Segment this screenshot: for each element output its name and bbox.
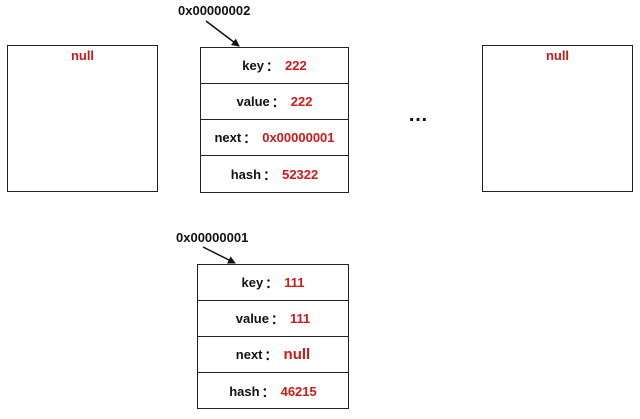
node-top-row-key: key： 222 [201,48,348,84]
field-value: 222 [285,58,307,73]
arrow-to-node-bottom [202,246,236,264]
separator: ： [270,312,284,327]
ellipsis: … [408,104,429,126]
bucket-right-null: null [545,48,570,63]
field-label: key [241,275,264,290]
field-value: 222 [290,94,313,109]
node-bottom-row-key: key： 111 [198,265,348,301]
field-label: hash [230,166,262,182]
separator: ： [243,131,257,146]
bucket-left-null: null [70,48,95,63]
separator: ： [264,348,278,363]
field-value: 46215 [280,383,317,399]
node-bottom-address: 0x00000001 [176,230,249,245]
field-value: null [283,346,311,363]
field-value: 0x00000001 [262,130,335,145]
separator: ： [261,384,275,400]
bucket-right: null [482,45,633,192]
separator: ： [271,95,285,110]
node-top-row-next: next： 0x00000001 [201,120,348,156]
field-label: key [242,58,264,73]
separator: ： [265,59,279,74]
field-label: value [235,311,269,326]
node-top: key：222 value：222 next：0x00000001 hash：5… [200,47,349,193]
separator: ： [265,276,279,291]
node-top-row-value: value： 222 [201,84,348,120]
node-top-address: 0x00000002 [178,3,251,18]
node-bottom-row-hash: hash： 46215 [198,373,348,409]
field-label: value [236,94,270,109]
separator: ： [263,167,277,183]
node-bottom-row-value: value： 111 [198,301,348,337]
field-value: 52322 [282,166,319,182]
field-value: 111 [284,275,305,290]
field-label: hash [229,383,260,399]
node-bottom: key：111 value：111 next：null hash：46215 [197,264,349,409]
field-value: 111 [290,311,311,326]
arrow-to-node-top [205,20,240,47]
node-top-row-hash: hash： 52322 [201,156,348,192]
node-bottom-row-next: next： null [198,337,348,373]
field-label: next [214,130,242,145]
field-label: next [235,347,263,362]
bucket-left: null [7,45,158,192]
